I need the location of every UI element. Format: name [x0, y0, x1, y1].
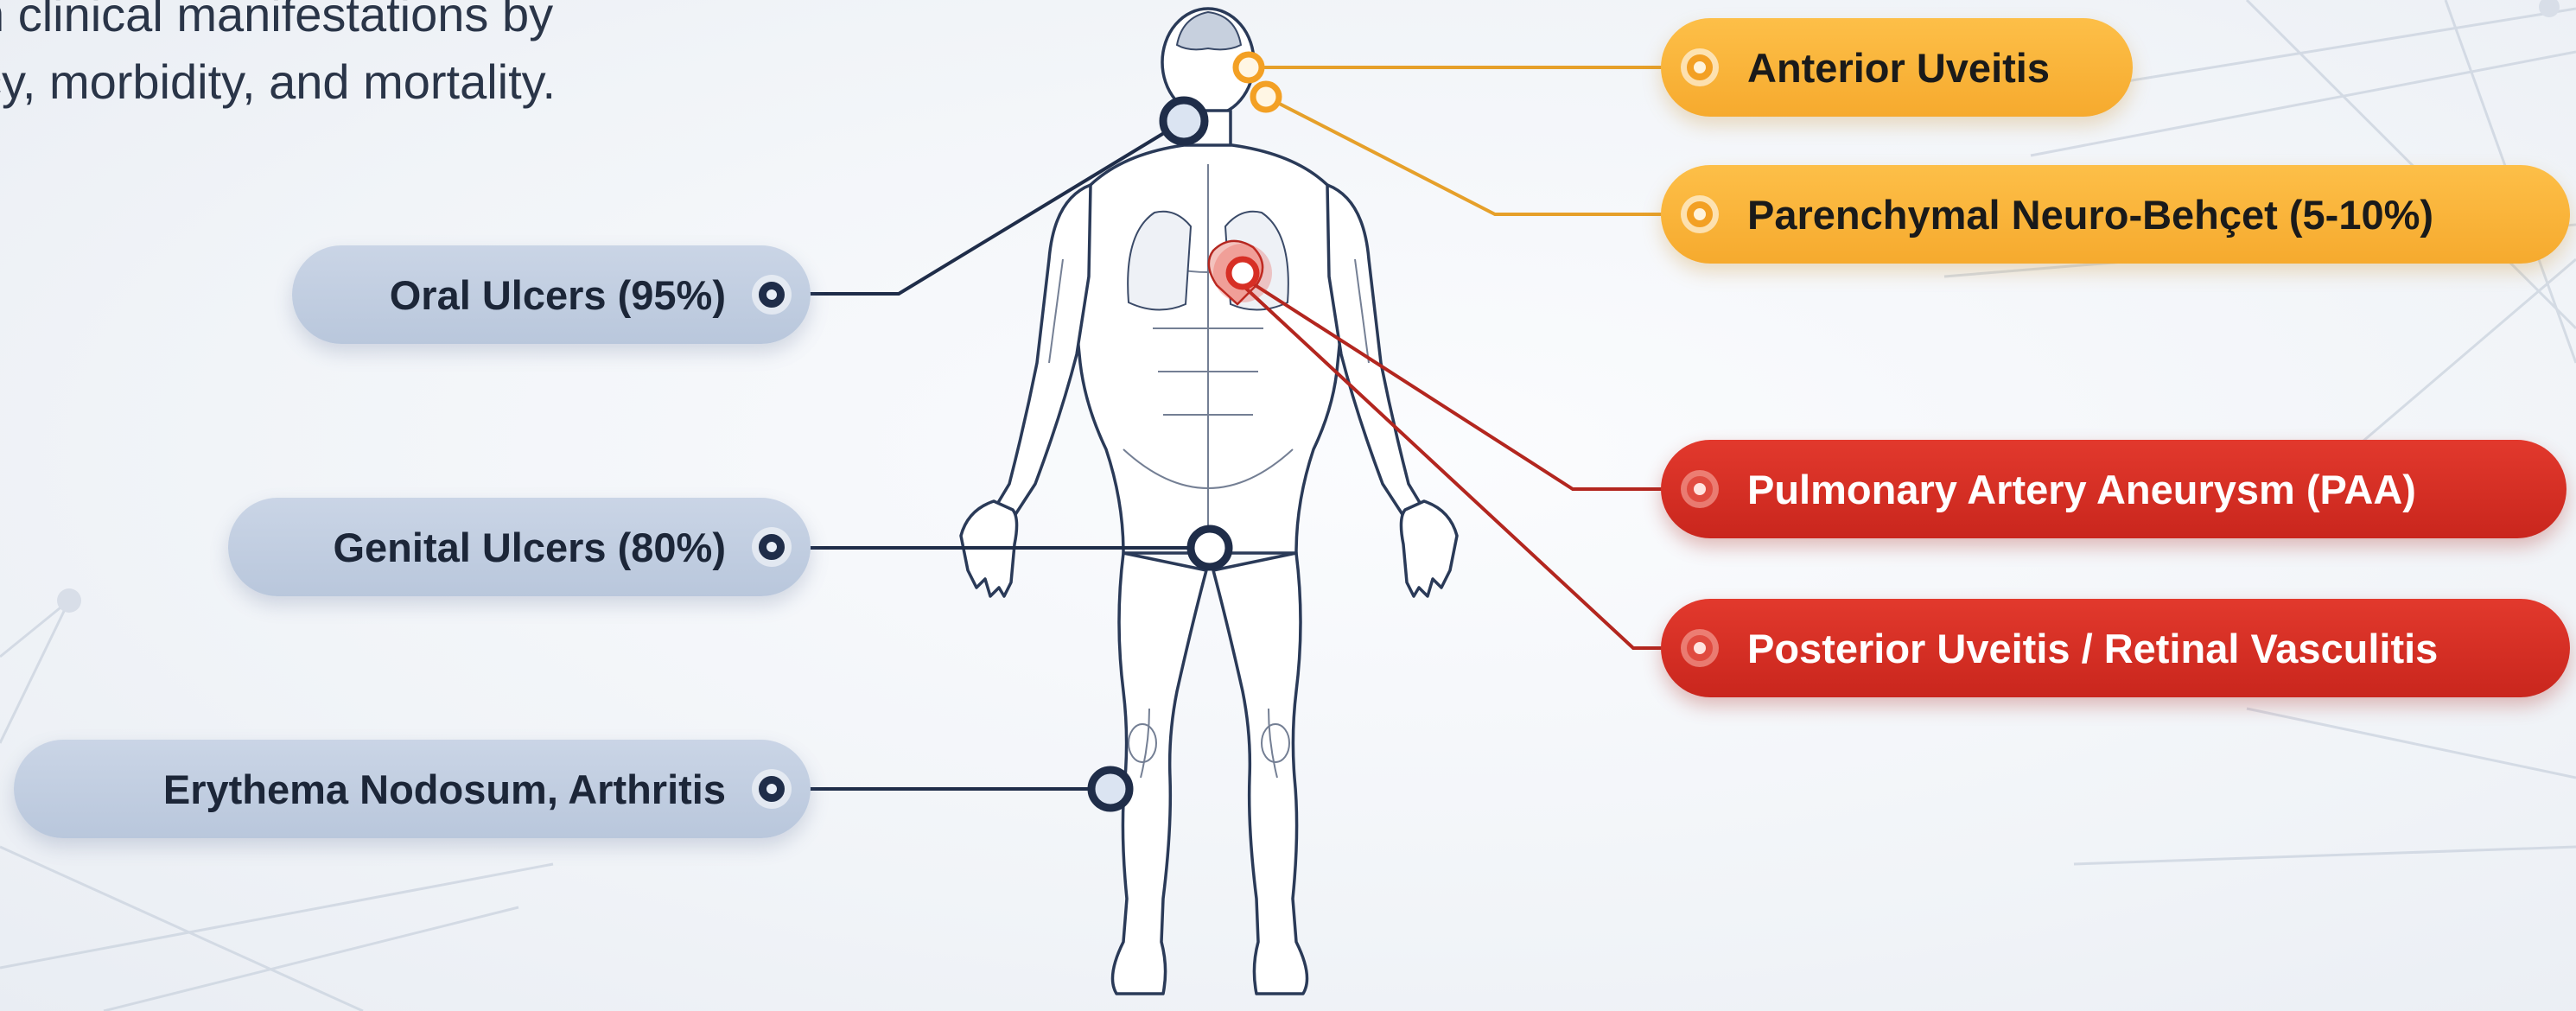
intro-text: n clinical manifestations by cy, morbidi…: [0, 0, 755, 116]
label-posterior-uveitis-text: Posterior Uveitis / Retinal Vasculitis: [1747, 625, 2438, 672]
erythema-nodosum-marker-icon: [759, 776, 785, 802]
node-knee: [1091, 770, 1129, 808]
connector-oral: [795, 121, 1184, 294]
anterior-uveitis-marker-icon: [1687, 54, 1713, 80]
intro-line-1: n clinical manifestations by: [0, 0, 755, 48]
label-erythema-nodosum: Erythema Nodosum, Arthritis: [14, 740, 811, 838]
paa-marker-icon: [1687, 476, 1713, 502]
oral-ulcers-marker-icon: [759, 282, 785, 308]
label-oral-ulcers-text: Oral Ulcers (95%): [390, 271, 726, 319]
label-anterior-uveitis: Anterior Uveitis: [1661, 18, 2133, 117]
label-erythema-nodosum-text: Erythema Nodosum, Arthritis: [163, 766, 726, 813]
label-posterior-uveitis: Posterior Uveitis / Retinal Vasculitis: [1661, 599, 2570, 697]
label-anterior-uveitis-text: Anterior Uveitis: [1747, 44, 2050, 92]
node-genital: [1191, 529, 1229, 567]
label-pulmonary-artery-aneurysm-text: Pulmonary Artery Aneurysm (PAA): [1747, 466, 2416, 513]
connector-posterior: [1244, 287, 1668, 648]
neuro-behcet-marker-icon: [1687, 201, 1713, 227]
node-mouth: [1163, 100, 1205, 142]
node-heart: [1229, 259, 1256, 287]
node-eye: [1236, 54, 1262, 80]
posterior-uveitis-marker-icon: [1687, 635, 1713, 661]
label-neuro-behcet-text: Parenchymal Neuro-Behçet (5-10%): [1747, 191, 2433, 238]
label-genital-ulcers-text: Genital Ulcers (80%): [333, 524, 726, 571]
label-neuro-behcet: Parenchymal Neuro-Behçet (5-10%): [1661, 165, 2570, 264]
intro-line-2: cy, morbidity, and mortality.: [0, 48, 755, 116]
connector-paa: [1244, 278, 1668, 489]
label-pulmonary-artery-aneurysm: Pulmonary Artery Aneurysm (PAA): [1661, 440, 2566, 538]
connector-neuro: [1266, 97, 1668, 214]
genital-ulcers-marker-icon: [759, 534, 785, 560]
label-genital-ulcers: Genital Ulcers (80%): [228, 498, 811, 596]
label-oral-ulcers: Oral Ulcers (95%): [292, 245, 811, 344]
node-brain: [1253, 84, 1279, 110]
